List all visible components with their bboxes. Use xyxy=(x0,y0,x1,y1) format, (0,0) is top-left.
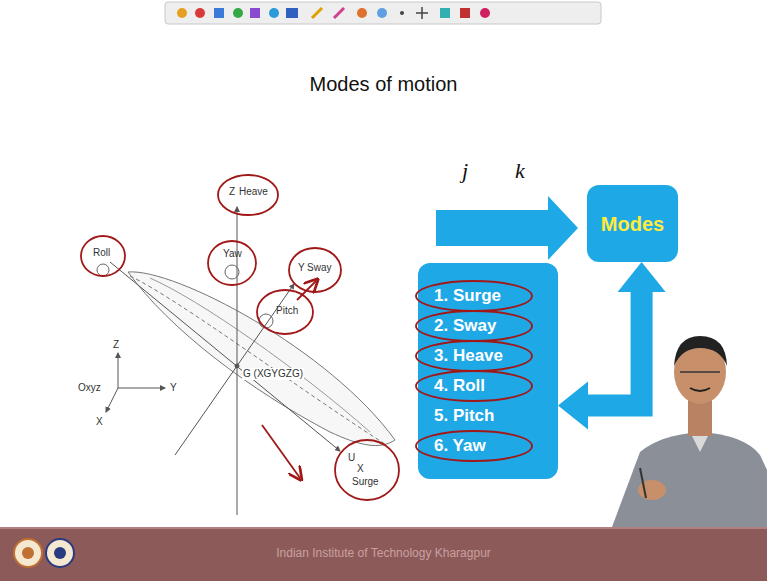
origin-label: Oxyz xyxy=(78,382,101,394)
mode-name: Heave xyxy=(239,186,268,198)
axis-letter: Z xyxy=(113,339,119,351)
index-letter: j xyxy=(462,158,468,184)
arrow-head xyxy=(558,382,588,430)
mode-name: Surge xyxy=(352,476,379,488)
ship-figure xyxy=(128,272,395,446)
axis-letter: Z xyxy=(229,186,235,198)
list-item: 6. Yaw xyxy=(434,431,544,461)
body-axes xyxy=(110,207,340,515)
mode-list-box: 1. Surge2. Sway3. Heave4. Roll5. Pitch6.… xyxy=(418,263,558,479)
box-title: Modes xyxy=(601,212,664,236)
list-item: 2. Sway xyxy=(434,311,544,341)
modes-box: Modes xyxy=(587,185,678,262)
axis-letter: X xyxy=(96,416,103,428)
toolbar xyxy=(165,2,601,24)
mode-name: Sway xyxy=(307,262,331,274)
slide-title: Modes of motion xyxy=(0,72,767,96)
footer-bar xyxy=(0,527,767,581)
jk-arrow xyxy=(436,196,578,260)
list-item: 4. Roll xyxy=(434,371,544,401)
presenter xyxy=(612,336,767,527)
axis-letter: Y xyxy=(170,382,177,394)
list-item: 5. Pitch xyxy=(434,401,544,431)
bent-block-arrow xyxy=(558,262,666,430)
arrow-shaft xyxy=(586,290,642,406)
point-label: G (XGYGZG) xyxy=(242,368,304,380)
axis-letter: Y xyxy=(298,262,305,274)
mode-name: Roll xyxy=(93,247,110,259)
axis-letter: X xyxy=(357,463,364,475)
earth-axes xyxy=(106,353,165,412)
footer-text: Indian Institute of Technology Kharagpur xyxy=(0,546,767,560)
list-item: 1. Surge xyxy=(434,281,544,311)
velocity-letter: U xyxy=(348,452,355,464)
arrow-head xyxy=(618,262,666,292)
mode-name: Pitch xyxy=(276,305,298,317)
red-annotations xyxy=(81,175,399,500)
list-item: 3. Heave xyxy=(434,341,544,371)
mode-name: Yaw xyxy=(223,248,242,260)
rotation-symbols xyxy=(97,264,273,328)
index-letter: k xyxy=(515,158,525,184)
